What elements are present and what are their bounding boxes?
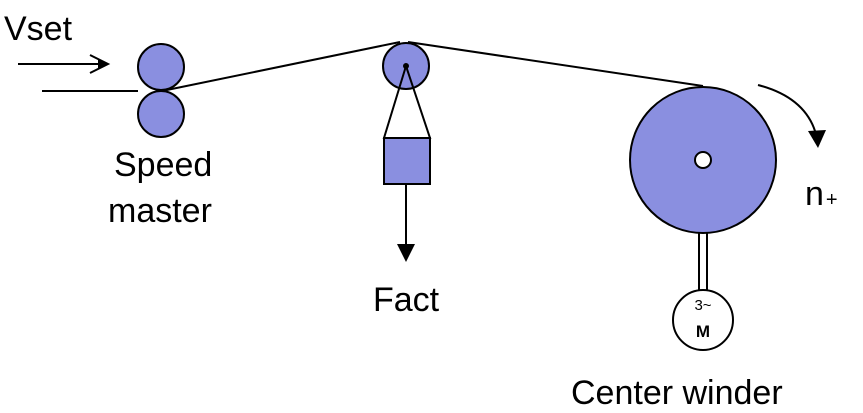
web-span-2 <box>407 41 704 87</box>
rotation-arrow-head <box>808 130 826 148</box>
speed-master-bottom-roller <box>137 90 185 138</box>
vset-arrow-head <box>89 54 111 74</box>
motor-type-label: M <box>696 322 710 341</box>
speed-master-label-line2: master <box>108 192 212 230</box>
motor-symbol <box>672 289 734 351</box>
force-label: Fact <box>373 281 440 319</box>
vset-label: Vset <box>4 10 73 48</box>
rotation-arrow <box>757 84 818 139</box>
center-winder-label: Center winder <box>571 374 783 412</box>
speed-master-top-roller <box>137 43 185 91</box>
winder-hub <box>694 151 712 169</box>
motor-phase-label: 3~ <box>694 297 711 314</box>
dancer-weight <box>383 137 431 185</box>
web-span-1 <box>161 41 401 92</box>
speed-master-label-line1: Speed <box>114 146 212 184</box>
force-arrow-head <box>397 244 415 262</box>
speed-symbol: n+ <box>805 175 838 213</box>
